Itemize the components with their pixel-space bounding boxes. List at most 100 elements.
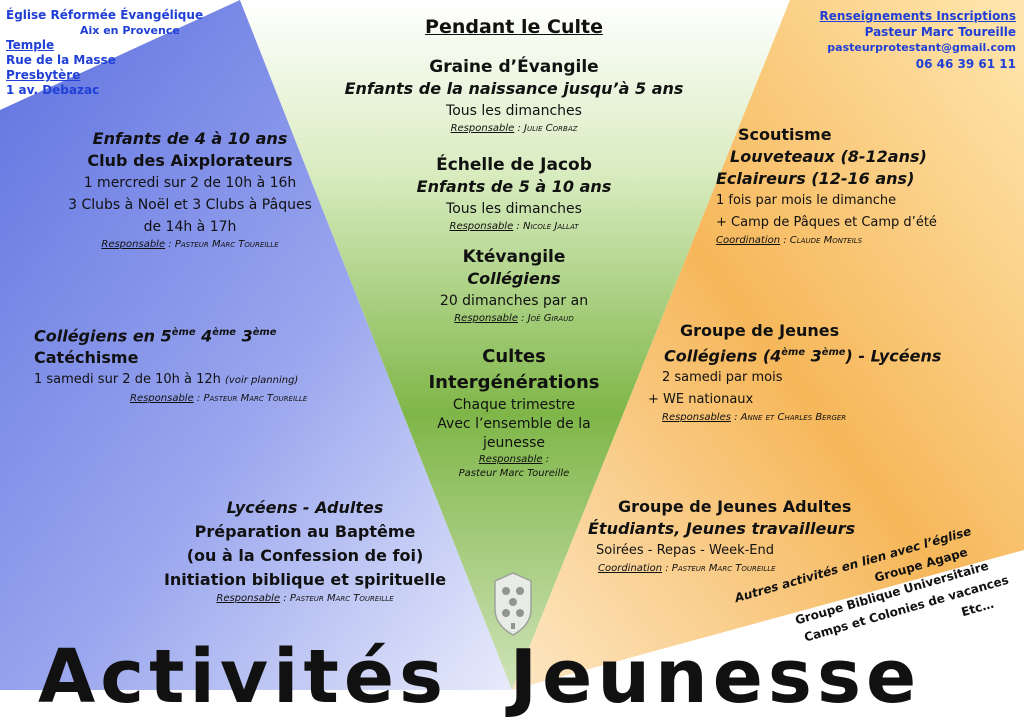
catechisme-sup-3: ème (252, 327, 277, 338)
jeunes-responsible: Responsables : Anne et Charles Berger (646, 411, 986, 425)
adultes-resp-name: : Pasteur Marc Toureille (280, 593, 394, 604)
graine-resp-name: : Julie Corbaz (514, 123, 578, 134)
echelle-resp-label: Responsable (449, 221, 514, 232)
footer-word-1: Activités (38, 634, 449, 720)
jeunes-line-2: + WE nationaux (648, 392, 754, 408)
contact-phone: 06 46 39 61 11 (915, 57, 1016, 71)
cultes-resp-suffix: : (542, 454, 550, 465)
cultes-line-3: jeunesse (482, 435, 546, 451)
graine-title: Graine d’Évangile (429, 57, 599, 77)
contact-email: pasteurprotestant@gmail.com (827, 41, 1016, 54)
presbytere-address: 1 av. Debazac (6, 83, 100, 97)
ktevangile-resp-label: Responsable (454, 313, 518, 324)
aixplorateurs-line-3: de 14h à 17h (143, 219, 237, 235)
aixplorateurs-subtitle: Club des Aixplorateurs (87, 151, 293, 170)
catechisme-schedule-line: 1 samedi sur 2 de 10h à 12h (voir planni… (34, 369, 394, 392)
echelle-schedule: Tous les dimanches (446, 201, 582, 217)
cultes-block: Cultes Intergénérations Chaque trimestre… (384, 344, 644, 481)
aixplorateurs-block: Enfants de 4 à 10 ans Club des Aixplorat… (20, 128, 360, 252)
scoutisme-title: Scoutisme (738, 125, 832, 144)
catechisme-title-pre: Collégiens en 5 (34, 326, 172, 346)
scoutisme-block: Scoutisme Louveteaux (8-12ans) Eclaireur… (712, 124, 1012, 248)
scoutisme-resp-name: : Claude Monteils (780, 235, 863, 246)
adultes-line-2: (ou à la Confession de foi) (186, 546, 424, 565)
jeunes-adultes-block: Groupe de Jeunes Adultes Étudiants, Jeun… (588, 496, 888, 576)
jeunes-block: Groupe de Jeunes Collégiens (4ème 3ème) … (646, 320, 986, 425)
jeunes-adultes-resp-name: : Pasteur Marc Toureille (662, 563, 776, 574)
scoutisme-line-4: + Camp de Pâques et Camp d’été (716, 215, 937, 230)
catechisme-title-mid-1: 4 (195, 326, 213, 346)
adultes-resp-label: Responsable (216, 593, 281, 604)
aixplorateurs-resp-name: : Pasteur Marc Toureille (165, 239, 279, 250)
scoutisme-line-2: Eclaireurs (12-16 ans) (716, 169, 915, 188)
catechisme-resp-name: : Pasteur Marc Toureille (193, 393, 308, 405)
left-panel (0, 0, 512, 690)
aixplorateurs-title: Enfants de 4 à 10 ans (92, 129, 288, 148)
ktevangile-resp-name: : Joë Giraud (517, 313, 574, 324)
presbytere-label: Presbytère (6, 68, 81, 82)
jeunes-sup-2: ème (821, 347, 846, 358)
echelle-title: Échelle de Jacob (436, 155, 592, 175)
catechisme-subtitle: Catéchisme (34, 348, 139, 368)
temple-address: Rue de la Masse (6, 53, 116, 67)
jeunes-line-1: 2 samedi par mois (662, 370, 783, 386)
jeunes-subtitle: Collégiens (4ème 3ème) - Lycéens (646, 342, 986, 367)
jeunes-sup-1: ème (781, 347, 806, 358)
contact-pastor: Pasteur Marc Toureille (864, 25, 1016, 39)
catechisme-block: Collégiens en 5ème 4ème 3ème Catéchisme … (34, 322, 394, 406)
scoutisme-resp-label: Coordination (716, 235, 781, 246)
catechisme-schedule: 1 samedi sur 2 de 10h à 12h (34, 372, 221, 388)
ktevangile-block: Ktévangile Collégiens 20 dimanches par a… (364, 246, 664, 326)
adultes-block: Lycéens - Adultes Préparation au Baptême… (140, 496, 470, 606)
scoutisme-responsible: Coordination : Claude Monteils (712, 234, 1012, 248)
aixplorateurs-line-1: 1 mercredi sur 2 de 10h à 16h (83, 175, 297, 191)
cultes-resp-label: Responsable (478, 454, 543, 465)
temple-label: Temple (6, 38, 55, 52)
echelle-responsible: Responsable : Nicole Jallat (364, 220, 664, 234)
cultes-line-1: Chaque trimestre (452, 397, 576, 413)
graine-subtitle: Enfants de la naissance jusqu’à 5 ans (344, 79, 684, 98)
center-heading: Pendant le Culte (425, 16, 603, 38)
aixplorateurs-line-2: 3 Clubs à Noël et 3 Clubs à Pâques (68, 197, 312, 213)
protestant-church-emblem-icon (494, 572, 532, 636)
church-name: Église Réformée Évangélique (6, 8, 204, 22)
contact-info: Renseignements Inscriptions Pasteur Marc… (820, 8, 1017, 72)
jeunes-adultes-subtitle: Étudiants, Jeunes travailleurs (588, 519, 856, 538)
jeunes-title: Groupe de Jeunes (680, 321, 840, 340)
jeunes-adultes-title: Groupe de Jeunes Adultes (618, 497, 852, 516)
aixplorateurs-responsible: Responsable : Pasteur Marc Toureille (20, 238, 360, 252)
ktevangile-title: Ktévangile (462, 247, 566, 267)
catechisme-title-mid-2: 3 (236, 326, 253, 346)
ktevangile-schedule: 20 dimanches par an (439, 293, 589, 309)
jeunes-adultes-responsible: Coordination : Pasteur Marc Toureille (588, 562, 888, 576)
church-city: Aix en Provence (80, 24, 180, 37)
echelle-block: Échelle de Jacob Enfants de 5 à 10 ans T… (364, 154, 664, 234)
center-panel (240, 0, 790, 690)
cultes-resp-name: Pasteur Marc Toureille (458, 468, 570, 479)
ktevangile-responsible: Responsable : Joë Giraud (364, 312, 664, 326)
catechisme-responsible: Responsable : Pasteur Marc Toureille (34, 392, 394, 406)
graine-block: Graine d’Évangile Enfants de la naissanc… (314, 56, 714, 136)
adultes-line-3: Initiation biblique et spirituelle (163, 570, 447, 589)
footer-word-2: Jeunesse (509, 634, 922, 720)
cultes-line-2: Avec l’ensemble de la (437, 416, 591, 432)
catechisme-note: (voir planning) (225, 375, 299, 387)
adultes-line-1: Préparation au Baptême (194, 522, 416, 541)
ktevangile-subtitle: Collégiens (467, 269, 561, 288)
right-panel (512, 0, 1024, 690)
adultes-title: Lycéens - Adultes (226, 498, 384, 517)
church-info: Église Réformée Évangélique Aix en Prove… (6, 8, 203, 98)
jeunes-sub-pre: Collégiens (4 (664, 346, 782, 366)
cultes-title-2: Intergénérations (428, 372, 600, 393)
cultes-title-1: Cultes (482, 346, 546, 367)
contact-title: Renseignements Inscriptions (819, 9, 1017, 23)
echelle-resp-name: : Nicole Jallat (513, 221, 579, 232)
catechisme-resp-label: Responsable (130, 393, 194, 405)
graine-responsible: Responsable : Julie Corbaz (314, 122, 714, 136)
adultes-responsible: Responsable : Pasteur Marc Toureille (140, 592, 470, 606)
scoutisme-line-1: Louveteaux (8-12ans) (730, 147, 927, 166)
graine-schedule: Tous les dimanches (446, 103, 582, 119)
aixplorateurs-resp-label: Responsable (101, 239, 166, 250)
